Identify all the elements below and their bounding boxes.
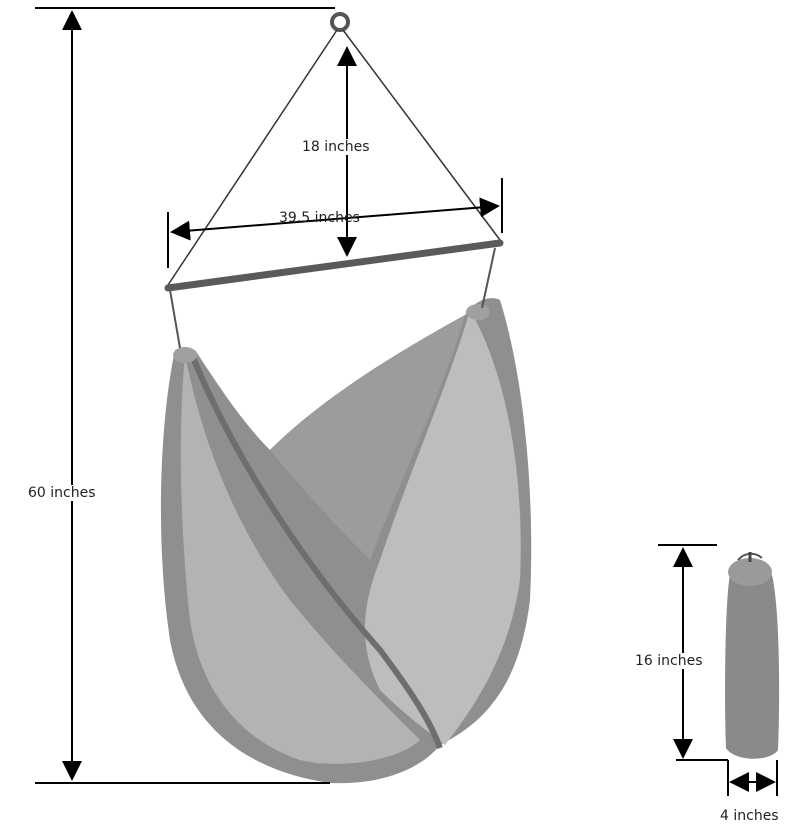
spreader-bar bbox=[164, 239, 504, 292]
hanging-ring bbox=[330, 12, 350, 32]
rope-drop-label: 18 inches bbox=[302, 139, 370, 155]
bar-width-label: 39.5 inches bbox=[279, 210, 360, 226]
storage-bag-illustration bbox=[725, 552, 780, 759]
bar-width-arrow bbox=[170, 197, 500, 241]
rope-left bbox=[167, 29, 338, 286]
bag-height-label: 16 inches bbox=[635, 653, 703, 669]
bag-width-label: 4 inches bbox=[720, 808, 779, 824]
total-height-label: 60 inches bbox=[28, 485, 96, 501]
hammock-chair-illustration bbox=[160, 247, 532, 784]
